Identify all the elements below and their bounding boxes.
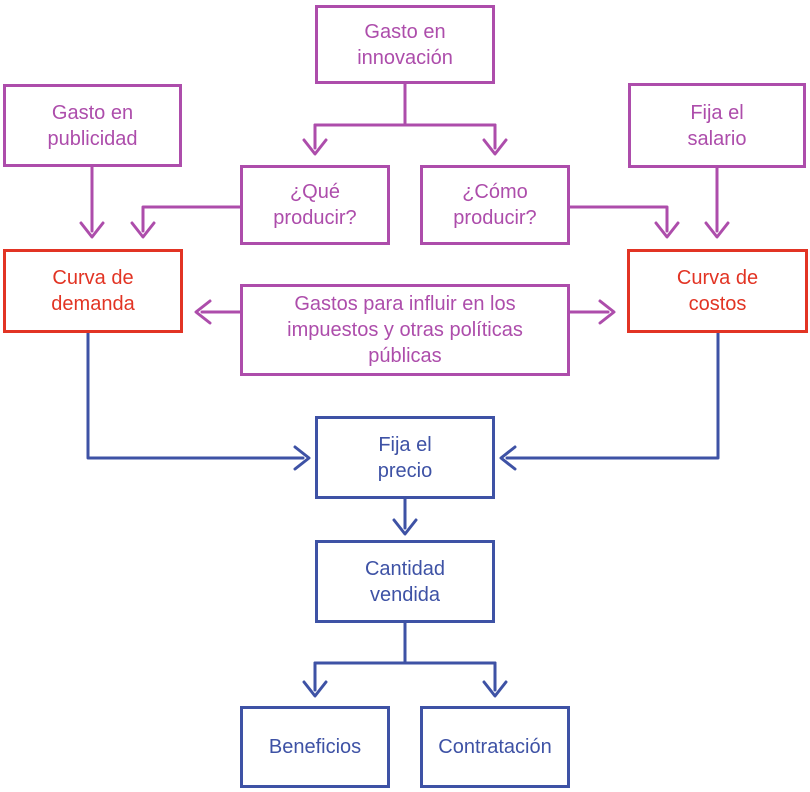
node-contratacion-label: Contratación bbox=[438, 736, 552, 758]
node-curva-costos-label: Curva de costos bbox=[676, 267, 759, 315]
node-como-producir: ¿Cómo producir? bbox=[420, 165, 570, 245]
edge-que-to-demanda bbox=[130, 205, 242, 239]
node-que-producir-label: ¿Qué producir? bbox=[273, 181, 357, 229]
node-gasto-innovacion: Gasto en innovación bbox=[315, 5, 495, 84]
node-curva-demanda-label: Curva de demanda bbox=[51, 267, 135, 315]
edge-precio-to-cantidad bbox=[392, 497, 418, 536]
edge-branch-to-como bbox=[482, 123, 508, 156]
node-que-producir: ¿Qué producir? bbox=[240, 165, 390, 245]
edge-gastos-to-demanda bbox=[194, 299, 242, 325]
edge-gastos-to-costos bbox=[568, 299, 616, 325]
edge-branch-to-beneficios bbox=[302, 661, 328, 698]
node-como-producir-label: ¿Cómo producir? bbox=[453, 181, 537, 229]
node-cantidad-vendida: Cantidad vendida bbox=[315, 540, 495, 623]
node-beneficios-label: Beneficios bbox=[268, 736, 362, 758]
node-gasto-publicidad: Gasto en publicidad bbox=[3, 84, 182, 167]
node-fija-salario: Fija el salario bbox=[628, 83, 806, 168]
node-gasto-innovacion-label: Gasto en innovación bbox=[357, 20, 453, 69]
edge-como-to-costos bbox=[568, 205, 680, 239]
node-curva-costos: Curva de costos bbox=[627, 249, 808, 333]
node-curva-demanda: Curva de demanda bbox=[3, 249, 183, 333]
node-contratacion: Contratación bbox=[420, 706, 570, 788]
edge-publicidad-to-demanda bbox=[79, 165, 105, 239]
node-fija-precio-label: Fija el precio bbox=[377, 433, 433, 482]
node-fija-precio: Fija el precio bbox=[315, 416, 495, 499]
edge-costos-to-precio bbox=[499, 331, 720, 471]
edge-salario-to-costos bbox=[704, 166, 730, 239]
node-gastos-influir: Gastos para influir en los impuestos y o… bbox=[240, 284, 570, 376]
edge-demanda-to-precio bbox=[86, 331, 311, 471]
edge-branch-to-que bbox=[302, 123, 328, 156]
node-fija-salario-label: Fija el salario bbox=[687, 101, 747, 150]
edge-branch-to-contratacion bbox=[482, 661, 508, 698]
node-beneficios: Beneficios bbox=[240, 706, 390, 788]
node-gasto-publicidad-label: Gasto en publicidad bbox=[47, 101, 138, 150]
node-gastos-influir-label: Gastos para influir en los impuestos y o… bbox=[287, 293, 523, 367]
node-cantidad-vendida-label: Cantidad vendida bbox=[364, 557, 446, 606]
